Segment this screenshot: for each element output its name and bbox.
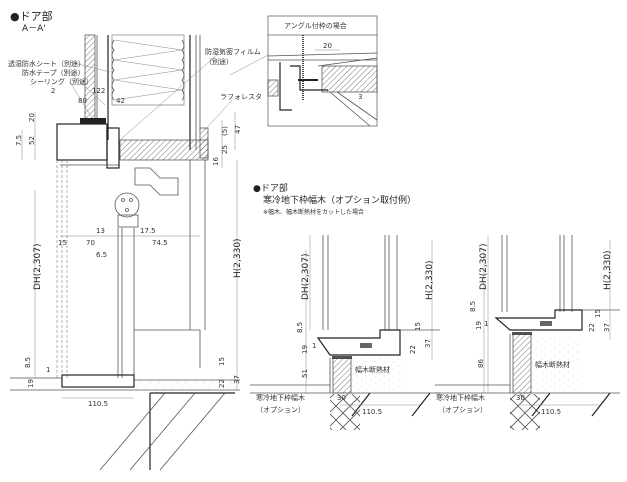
dim-8-5-a: 8.5 — [296, 322, 304, 333]
stair-step — [99, 392, 235, 471]
door-sill — [61, 374, 135, 388]
dim-122: 122 — [92, 87, 105, 95]
dim-7-5: 7.5 — [15, 135, 23, 146]
insulation-panel — [111, 34, 185, 106]
label-vapor-film-note: （別途） — [205, 57, 233, 66]
label-breathable-sheet: 透湿防水シート（別途） — [8, 59, 85, 68]
insulation-block-a — [332, 357, 352, 394]
inset-dim-3: 3 — [358, 93, 362, 101]
dim-6-5: 6.5 — [96, 251, 107, 259]
dim-19: 19 — [27, 379, 35, 388]
option-title: ●ドア部 — [253, 182, 288, 194]
option-detail-b: DH(2,307) H(2,330) 8.5 1 19 86 15 22 37 … — [435, 235, 620, 430]
dim-30-a: 30 — [337, 394, 346, 402]
dim-22: 22 — [218, 379, 226, 388]
dim-1-a: 1 — [312, 342, 316, 350]
dim-20: 20 — [28, 113, 36, 122]
dim-2: 2 — [51, 87, 55, 95]
dim-15-b: 15 — [594, 309, 602, 318]
dim-80: 80 — [78, 97, 87, 105]
label-vapor-film: 防湿気密フィルム — [205, 47, 261, 56]
label-sealing: シーリング（別途） — [30, 77, 93, 86]
dim-1-b: 1 — [484, 320, 488, 328]
option-subtitle: 寒冷地下枠幅木（オプション取付例） — [263, 194, 416, 206]
dim-47: 47 — [234, 125, 242, 134]
inset-dim-20: 20 — [323, 42, 332, 50]
option-note: ※幅木、幅木断熱材をカットした場合 — [263, 208, 364, 216]
dim-5: (5) — [221, 126, 229, 136]
dim-13: 13 — [96, 227, 105, 235]
option-detail-a: DH(2,307) H(2,330) 8.5 1 19 51 15 22 37 … — [250, 235, 440, 430]
dim-dh-b: DH(2,307) — [479, 244, 489, 291]
dim-110-5-b: 110.5 — [541, 408, 561, 416]
dim-15-a: 15 — [414, 322, 422, 331]
dim-16: 16 — [212, 157, 220, 166]
dim-42: 42 — [116, 97, 125, 105]
dim-h-a: H(2,330) — [425, 260, 435, 300]
dim-70: 70 — [86, 239, 95, 247]
dim-110-5: 110.5 — [88, 400, 108, 408]
dim-37: 37 — [233, 375, 241, 384]
dim-86-b: 86 — [477, 359, 485, 368]
dim-30-b: 30 — [516, 394, 525, 402]
main-detail: ●ドア部 A－A' — [8, 9, 262, 471]
dim-h: H(2,330) — [233, 238, 243, 278]
dim-17-5: 17.5 — [140, 227, 156, 235]
dim-15b: 15 — [218, 357, 226, 366]
dim-19-a: 19 — [301, 345, 309, 354]
label-waterproof-tape: 防水テープ（別途） — [22, 68, 85, 77]
dim-74-5: 74.5 — [152, 239, 168, 247]
dim-110-5-a: 110.5 — [362, 408, 382, 416]
angle-frame-inset: アングル付枠の場合 20 3 — [267, 15, 378, 127]
dim-dh-a: DH(2,307) — [301, 254, 311, 301]
label-laforesta: ラフォレスタ — [220, 92, 262, 101]
door-frame-head — [56, 123, 108, 161]
door-closer — [114, 167, 179, 228]
sill-board — [119, 139, 209, 161]
main-title: ●ドア部 — [10, 9, 53, 23]
label-option-a: （オプション） — [256, 406, 305, 414]
dim-15: 15 — [58, 239, 67, 247]
label-option-b: （オプション） — [438, 406, 487, 414]
dim-1: 1 — [46, 366, 50, 374]
dim-22-a: 22 — [409, 345, 417, 354]
dim-8-5-b: 8.5 — [469, 301, 477, 312]
dim-8-5: 8.5 — [24, 357, 32, 368]
dim-51-a: 51 — [301, 369, 309, 378]
dim-37-b: 37 — [603, 323, 611, 332]
dim-dh: DH(2,307) — [33, 244, 43, 291]
dim-22-b: 22 — [588, 323, 596, 332]
label-baseboard-b: 寒冷地下枠幅木 — [436, 393, 485, 402]
label-baseboard-a: 寒冷地下枠幅木 — [256, 393, 305, 402]
insulation-block-b — [512, 333, 532, 394]
label-insulation-b: 幅木断熱材 — [535, 360, 570, 369]
label-insulation-a: 幅木断熱材 — [355, 365, 390, 374]
dim-h-b: H(2,330) — [603, 250, 613, 290]
dim-52: 52 — [28, 136, 36, 145]
dim-19-b: 19 — [475, 321, 483, 330]
dim-25: 25 — [221, 145, 229, 154]
inset-title: アングル付枠の場合 — [284, 21, 347, 30]
dim-37-a: 37 — [424, 339, 432, 348]
main-subtitle: A－A' — [22, 24, 46, 34]
